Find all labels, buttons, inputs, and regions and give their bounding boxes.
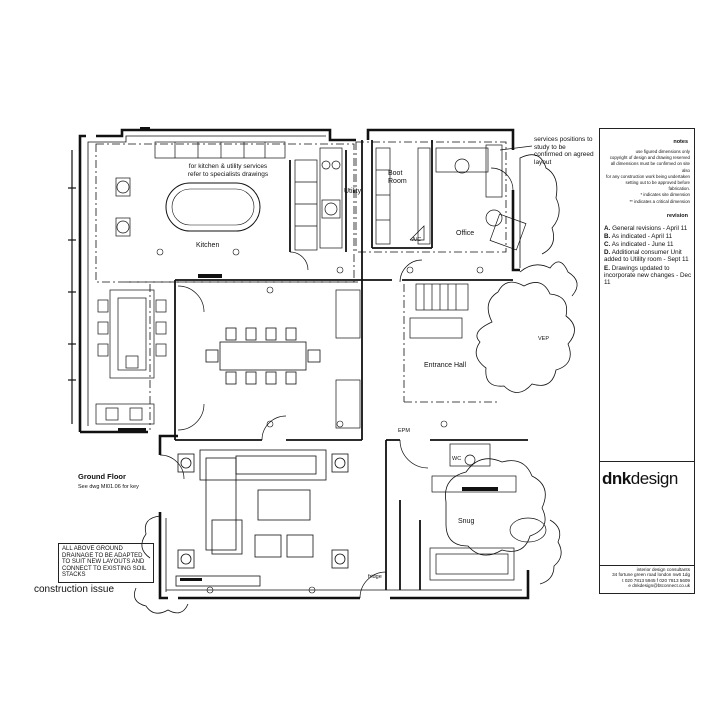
revision-text: As indicated - April 11 [611,233,673,240]
services-positions-note: services positions to study to be confir… [534,136,594,166]
revision-text: As indicated - June 11 [611,241,674,248]
room-label-office: Office [456,230,475,237]
kitchen-island [165,182,261,232]
note-line: fabrication. [668,186,690,192]
internal-walls [174,140,528,590]
revision-c: C. As indicated - June 11 [604,241,692,248]
revision-code: E. [604,265,610,272]
living-room-furniture [175,449,349,587]
revision-heading: revision [666,213,688,219]
logo-bold: dnk [602,469,631,488]
revision-d: D. Additional consumer Unit added to Uti… [604,249,692,263]
dining-sideboards [177,285,361,431]
notes-heading: notes [673,139,688,145]
room-label-entrance-hall: Entrance Hall [424,362,467,369]
logo-light: design [630,469,679,488]
revision-text: General revisions - April 11 [612,225,688,232]
door-swings [159,167,514,599]
socket-markers [156,248,484,594]
revision-code: A. [604,225,611,232]
construction-status: construction issue [34,584,115,595]
drainage-note: ALL ABOVE GROUND DRAINAGE TO BE ADAPTED … [58,543,154,583]
title-block-divider [600,565,694,566]
revision-code: C. [604,241,611,248]
notes-list: use figured dimensions only copyright of… [602,149,690,205]
note-line: * indicates site dimension [640,192,690,198]
note-line: use figured dimensions only [635,149,690,154]
title-block-divider [600,461,694,462]
key-note: See dwg MI01.06 for key [78,484,139,490]
bar-stools [115,177,131,237]
label-fridge: fridge [368,574,382,580]
kitchen-units-top [154,141,318,251]
staircase [409,283,469,339]
snug-furniture [429,443,547,581]
tree-outlines [133,154,578,614]
kitchen-services-note: for kitchen & utility services refer to … [187,163,269,178]
dining-table [205,327,321,385]
window-seat [95,403,155,425]
services-arrow [499,145,533,151]
firm-email: e dnkdesign@btconnect.co.uk [628,583,690,589]
firm-phone: t 020 7813 5945 f 020 7813 5609 [622,577,690,583]
fireplaces [118,127,498,581]
firm-details: interior design consultants 34 fortune g… [600,567,690,589]
firm-name: interior design consultants [636,567,690,572]
revision-text: Additional consumer Unit added to Utilit… [604,249,689,264]
label-ac: A/C [412,237,422,243]
note-line: all dimensions must be confirmed on site [610,161,690,167]
floor-title: Ground Floor [78,472,126,481]
note-line: copyright of design and drawing reserved [609,155,690,161]
revision-a: A. General revisions - April 11 [604,225,692,232]
room-label-snug: Snug [458,518,475,525]
room-label-wc: WC [452,456,462,462]
existing-structure-lines [95,141,507,430]
room-label-kitchen: Kitchen [196,242,220,249]
utility-units [319,147,343,249]
title-block: notes use figured dimensions only copyri… [599,128,695,594]
note-line: setting out to be approved before [625,180,690,186]
breakfast-table [97,289,167,379]
revision-e: E. Drawings updated to incorporate new c… [604,265,692,287]
label-epm: EPM [398,428,410,434]
revision-code: D. [604,249,611,256]
revision-code: B. [604,233,611,240]
dnk-design-logo: dnkdesign [602,469,678,489]
inner-wall-lines [87,135,522,592]
note-line: also [681,167,690,173]
label-vep: VEP [538,336,550,342]
revision-text: Drawings updated to incorporate new chan… [604,265,692,287]
room-label-utility: Utility [344,188,362,195]
note-line: ** indicates a critical dimension [629,198,690,204]
office-furniture [435,144,527,251]
firm-address: 34 fortune green road london nw6 1dg [612,572,690,578]
note-line: for any construction work being undertak… [606,173,690,179]
revision-b: B. As indicated - April 11 [604,233,692,240]
window-bays [68,150,76,424]
room-label-boot-room: Boot Room [388,170,407,185]
boot-room-fittings [375,147,431,245]
